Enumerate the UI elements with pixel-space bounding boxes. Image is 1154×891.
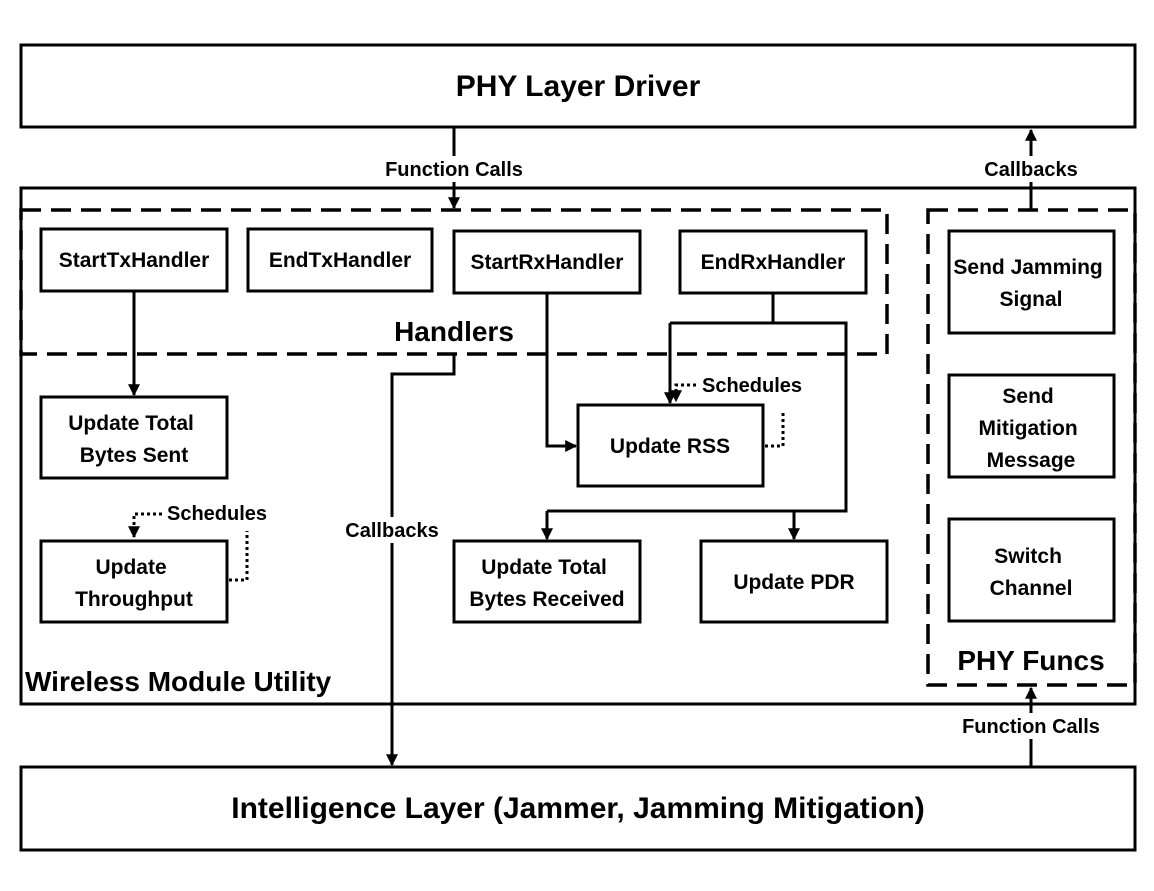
wireless-module-utility-frame bbox=[19, 186, 1137, 706]
update-pdr-box bbox=[699, 539, 889, 624]
end-tx-handler-box bbox=[246, 227, 434, 293]
update-total-bytes-received-label: Update Total Bytes Received bbox=[469, 556, 624, 611]
end-rx-handler-box bbox=[678, 229, 868, 295]
callbacks-mid-arrow bbox=[386, 354, 456, 767]
send-mitigation-message-line-3: Message bbox=[987, 449, 1076, 472]
schedules-rss-label: Schedules bbox=[702, 375, 802, 397]
function-calls-bottom-label: Function Calls bbox=[962, 716, 1100, 738]
phy-funcs-group-title: PHY Funcs bbox=[957, 645, 1104, 676]
update-total-bytes-received-line-2: Bytes Received bbox=[469, 588, 624, 611]
send-mitigation-message-line-1: Send bbox=[1002, 385, 1053, 408]
start-tx-handler-box bbox=[39, 227, 229, 293]
update-rss-box bbox=[576, 403, 765, 488]
schedules-throughput-dotted-arrow bbox=[134, 512, 249, 582]
send-jamming-signal-line-1: Send Jamming bbox=[953, 256, 1102, 279]
send-jamming-signal-box bbox=[947, 229, 1116, 335]
update-throughput-label: Update Throughput bbox=[75, 556, 193, 611]
end-tx-handler-label: EndTxHandler bbox=[269, 249, 411, 272]
start-rx-handler-label: StartRxHandler bbox=[471, 251, 624, 274]
function-calls-bottom-label-bg bbox=[950, 713, 1112, 739]
update-total-bytes-received-box bbox=[452, 539, 642, 624]
schedules-throughput-label: Schedules bbox=[167, 503, 267, 525]
send-jamming-signal-label: Send Jamming Signal bbox=[953, 256, 1108, 311]
update-throughput-line-1: Update bbox=[95, 556, 166, 579]
endrx-trunk bbox=[547, 293, 848, 513]
update-total-bytes-received-line-1: Update Total bbox=[481, 556, 607, 579]
switch-channel-line-1: Switch bbox=[994, 545, 1062, 568]
update-rss-label: Update RSS bbox=[610, 435, 730, 458]
phy-layer-driver-box bbox=[19, 43, 1137, 129]
schedules-rss-dotted-arrow bbox=[676, 383, 785, 448]
intelligence-layer-title: Intelligence Layer (Jammer, Jamming Miti… bbox=[231, 792, 925, 825]
update-throughput-line-2: Throughput bbox=[75, 588, 193, 611]
handlers-group-title: Handlers bbox=[394, 316, 514, 347]
callbacks-mid-label-bg bbox=[336, 517, 448, 543]
callbacks-top-label: Callbacks bbox=[984, 159, 1077, 181]
intelligence-layer-box bbox=[19, 765, 1137, 852]
function-calls-top-label: Function Calls bbox=[385, 159, 523, 181]
callbacks-top-label-bg bbox=[974, 156, 1088, 182]
send-jamming-signal-line-2: Signal bbox=[999, 288, 1062, 311]
update-total-bytes-sent-line-2: Bytes Sent bbox=[80, 444, 189, 467]
update-total-bytes-sent-label: Update Total Bytes Sent bbox=[68, 412, 199, 467]
end-rx-handler-label: EndRxHandler bbox=[701, 251, 846, 274]
update-pdr-label: Update PDR bbox=[733, 571, 854, 594]
startrx-to-rss-arrow bbox=[545, 293, 578, 452]
update-total-bytes-sent-line-1: Update Total bbox=[68, 412, 194, 435]
callbacks-mid-label: Callbacks bbox=[345, 520, 438, 542]
send-mitigation-message-label: Send Mitigation Message bbox=[979, 385, 1084, 472]
wireless-module-utility-title: Wireless Module Utility bbox=[25, 666, 332, 697]
send-mitigation-message-box bbox=[947, 373, 1116, 479]
start-tx-handler-label: StartTxHandler bbox=[59, 249, 210, 272]
send-mitigation-message-line-2: Mitigation bbox=[979, 417, 1078, 440]
function-calls-top-label-bg bbox=[372, 156, 536, 182]
switch-channel-box bbox=[947, 517, 1116, 623]
update-total-bytes-sent-box bbox=[39, 395, 229, 480]
switch-channel-label: Switch Channel bbox=[990, 545, 1073, 600]
phy-layer-driver-title: PHY Layer Driver bbox=[456, 70, 701, 103]
switch-channel-line-2: Channel bbox=[990, 577, 1073, 600]
